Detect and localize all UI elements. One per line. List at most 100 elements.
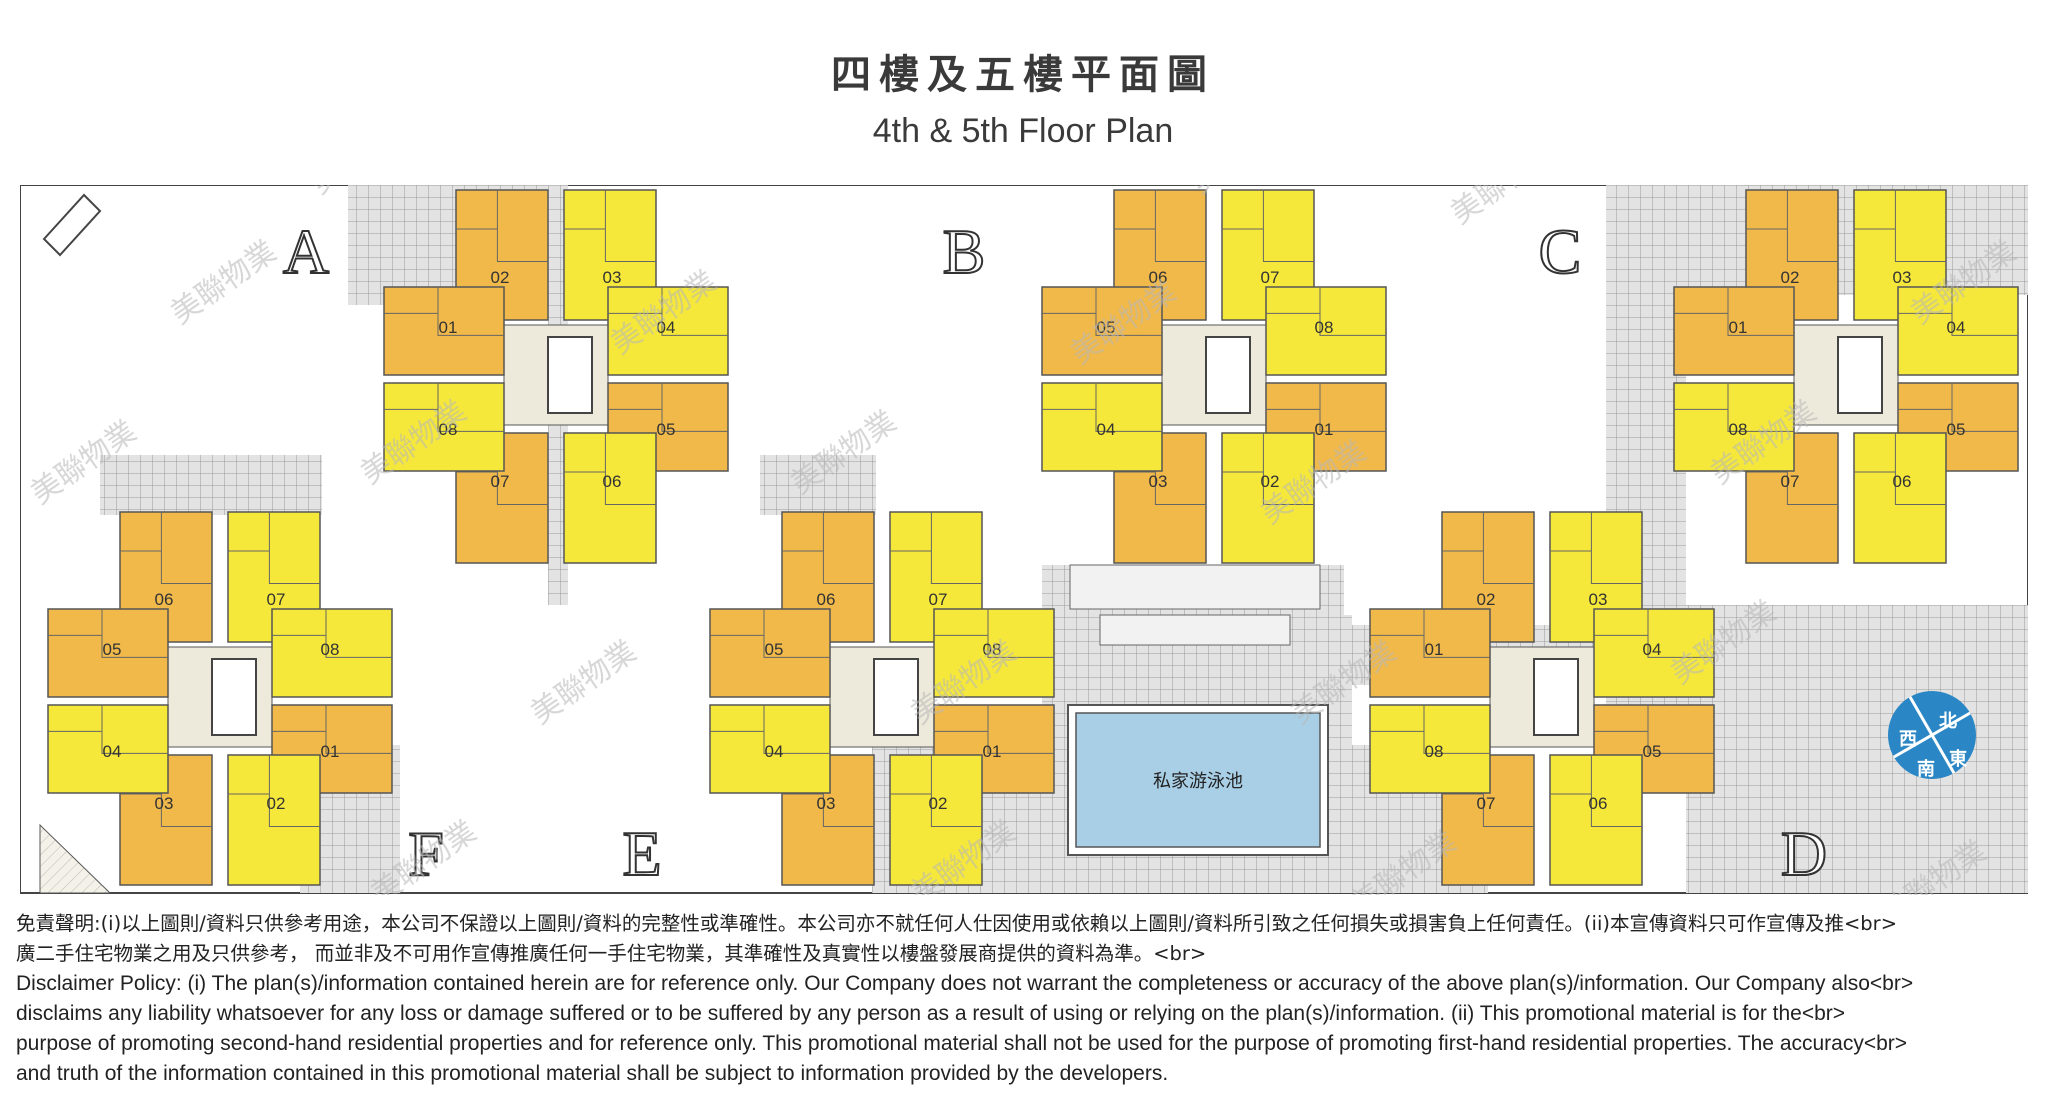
unit-label: 04 (765, 742, 784, 761)
unit-partition (1222, 190, 1314, 262)
pool-water (1075, 712, 1321, 848)
unit-label: 03 (817, 794, 836, 813)
unit-08 (1673, 382, 1795, 472)
unit-partition (272, 609, 392, 658)
disclaimer-zh-line-2: 廣二手住宅物業之用及只供參考， 而並非及不可用作宣傳推廣任何一手住宅物業，其準確… (16, 942, 1207, 965)
unit-label: 04 (103, 742, 122, 761)
lift-shaft (1533, 658, 1579, 736)
unit-label: 05 (1947, 420, 1966, 439)
compass-east: 東 (1949, 748, 1967, 770)
page-title-en: 4th & 5th Floor Plan (872, 112, 1174, 150)
disclaimer-zh-line-1: 免責聲明:(i)以上圖則/資料只供參考用途，本公司不保證以上圖則/資料的完整性或… (16, 912, 1898, 935)
unit-label: 05 (657, 420, 676, 439)
unit-01 (1369, 608, 1491, 698)
unit-label: 08 (1729, 420, 1748, 439)
unit-label: 03 (1149, 472, 1168, 491)
disclaimer-en-line-4: and truth of the information contained i… (16, 1062, 1169, 1085)
unit-06 (1549, 754, 1643, 886)
unit-partition (1266, 287, 1386, 336)
unit-02 (227, 754, 321, 886)
unit-label: 02 (267, 794, 286, 813)
unit-partition (1594, 705, 1714, 754)
unit-partition (710, 705, 830, 754)
unit-label: 01 (321, 742, 340, 761)
unit-partition (120, 512, 212, 584)
unit-partition (890, 755, 982, 827)
unit-partition (1898, 383, 2018, 432)
unit-label: 05 (765, 640, 784, 659)
unit-04 (709, 704, 831, 794)
unit-label: 04 (657, 318, 676, 337)
page-title-zh: 四樓及五樓平面圖 (831, 52, 1215, 98)
unit-04 (1593, 608, 1715, 698)
unit-partition (1550, 755, 1642, 827)
unit-08 (271, 608, 393, 698)
unit-label: 01 (1729, 318, 1748, 337)
unit-partition (1854, 433, 1946, 505)
lift-shaft (211, 658, 257, 736)
unit-partition (1042, 383, 1162, 432)
lift-shaft (1205, 336, 1251, 414)
unit-partition (1898, 287, 2018, 336)
unit-label: 02 (1261, 472, 1280, 491)
unit-05 (709, 608, 831, 698)
unit-partition (1550, 512, 1642, 584)
unit-partition (890, 512, 982, 584)
compass-north: 北 (1939, 711, 1957, 732)
unit-partition (1442, 512, 1534, 584)
floor-plan: 私家游泳池 02 03 04 05 06 07 08 01 06 07 08 01 02 03 04 05 02… (20, 185, 2028, 895)
unit-label: 07 (267, 590, 286, 609)
unit-08 (933, 608, 1055, 698)
unit-partition (456, 190, 548, 262)
unit-partition (228, 512, 320, 584)
unit-04 (1897, 286, 2019, 376)
unit-label: 06 (1589, 794, 1608, 813)
unit-05 (47, 608, 169, 698)
unit-08 (1265, 286, 1387, 376)
unit-partition (608, 383, 728, 432)
unit-label: 03 (1589, 590, 1608, 609)
unit-label: 08 (1315, 318, 1334, 337)
unit-label: 07 (1261, 268, 1280, 287)
compass-south: 南 (1917, 758, 1935, 780)
unit-partition (934, 609, 1054, 658)
unit-01 (1673, 286, 1795, 376)
unit-label: 04 (1643, 640, 1662, 659)
unit-label: 02 (929, 794, 948, 813)
unit-partition (1370, 609, 1490, 658)
unit-label: 06 (603, 472, 622, 491)
unit-partition (1674, 383, 1794, 432)
unit-partition (608, 287, 728, 336)
unit-partition (1370, 705, 1490, 754)
disclaimer-en-line-2: disclaims any liability whatsoever for a… (16, 1002, 1846, 1025)
unit-label: 03 (603, 268, 622, 287)
disclaimer: 免責聲明:(i)以上圖則/資料只供參考用途，本公司不保證以上圖則/資料的完整性或… (16, 909, 2036, 1089)
unit-partition (228, 755, 320, 827)
lift-shaft (1837, 336, 1883, 414)
unit-02 (1221, 432, 1315, 564)
lift-shaft (873, 658, 919, 736)
disclaimer-en-line-3: purpose of promoting second-hand residen… (16, 1032, 1908, 1055)
unit-partition (384, 383, 504, 432)
compass-west: 西 (1899, 729, 1917, 750)
unit-05 (1041, 286, 1163, 376)
unit-partition (1746, 190, 1838, 262)
unit-label: 05 (1643, 742, 1662, 761)
unit-partition (48, 609, 168, 658)
private-pool: 私家游泳池 (1067, 564, 1329, 856)
disclaimer-en-line-1: Disclaimer Policy: (i) The plan(s)/infor… (16, 972, 1914, 995)
unit-partition (1674, 287, 1794, 336)
unit-partition (1042, 287, 1162, 336)
unit-partition (48, 705, 168, 754)
unit-label: 02 (1477, 590, 1496, 609)
unit-partition (1594, 609, 1714, 658)
unit-label: 01 (1425, 640, 1444, 659)
corner-marker (42, 193, 102, 257)
unit-partition (272, 705, 392, 754)
unit-partition (782, 512, 874, 584)
block-letter-e: E (622, 818, 661, 889)
lift-shaft (547, 336, 593, 414)
